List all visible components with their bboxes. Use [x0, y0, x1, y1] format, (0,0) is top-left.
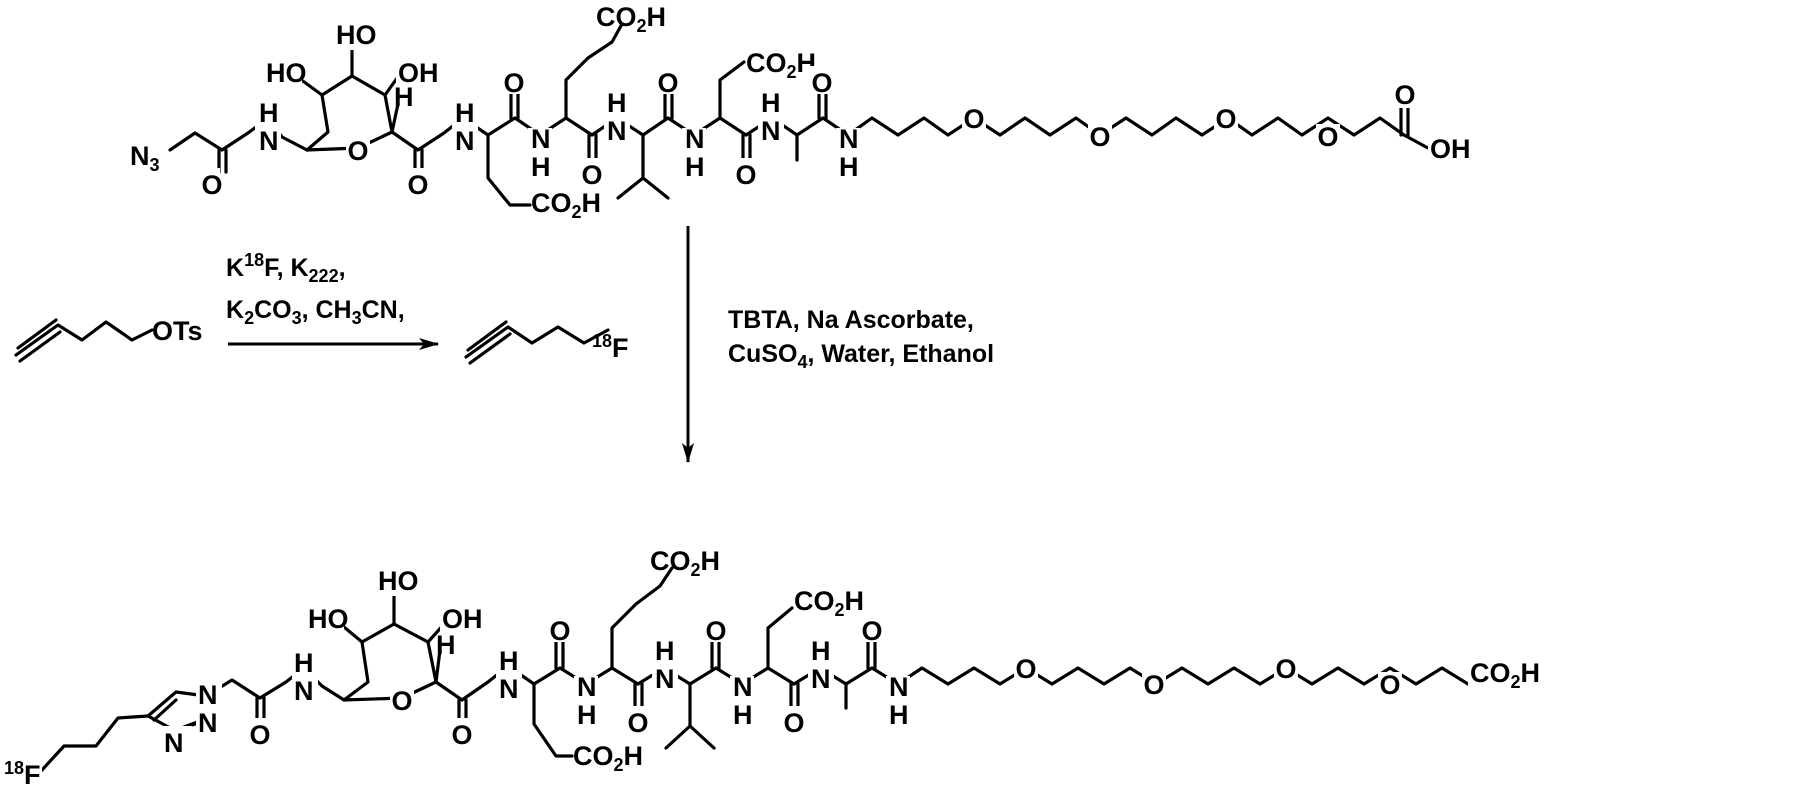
b-hydroxyl-2: HO — [378, 566, 419, 596]
leaving-group-label: OTs — [152, 316, 203, 346]
b-carbonyl-o-5: O — [705, 616, 726, 646]
b-anomeric-h: H — [436, 630, 456, 660]
click-reagents-line-2: CuSO4, Water, Ethanol — [728, 340, 994, 372]
b-ether-o-4: O — [1379, 670, 1400, 700]
nh-h-3: H — [531, 152, 551, 182]
b-nh-h-1: H — [294, 648, 314, 678]
nh-h-4: H — [607, 88, 627, 118]
starting-glycopeptide: N3 H N O HO HO OH O H O H N O CO2H N H C… — [128, 2, 1472, 222]
nh-h-1: H — [259, 98, 279, 128]
triazole-n3: N — [164, 728, 184, 758]
b-nh-h-3: H — [577, 700, 597, 730]
nh-n-7: N — [839, 124, 859, 154]
b-carbonyl-o-3: O — [549, 616, 570, 646]
b-nh-h-4: H — [655, 636, 675, 666]
b-nh-n-6: N — [811, 664, 831, 694]
b-carbonyl-o-2: O — [451, 720, 472, 750]
hydroxyl-2: HO — [336, 20, 377, 50]
azide-label: N3 — [130, 141, 160, 175]
acid-carbonyl-o: O — [1394, 80, 1415, 110]
nh-h-6: H — [761, 88, 781, 118]
b-carbonyl-o-4: O — [627, 708, 648, 738]
b-carbonyl-o-7: O — [861, 616, 882, 646]
glu-acid: CO2H — [596, 2, 666, 36]
b-hydroxyl-1: HO — [308, 604, 349, 634]
reagent-line-2: K2CO3, CH3CN, — [226, 296, 405, 328]
nh-n-1: N — [259, 126, 279, 156]
click-reagents-line-1: TBTA, Na Ascorbate, — [728, 306, 974, 334]
b-nh-n-7: N — [889, 672, 909, 702]
b-nh-h-5: H — [733, 700, 753, 730]
b-nh-n-5: N — [733, 672, 753, 702]
nh-h-2: H — [455, 98, 475, 128]
nh-n-3: N — [531, 124, 551, 154]
ether-o-1: O — [963, 104, 984, 134]
ring-oxygen: O — [347, 136, 368, 166]
radiolabeled-product: 18F N N N H N O HO HO OH O H O H N O CO2… — [2, 546, 1568, 790]
b-terminal-acid: CO2H — [1470, 658, 1540, 692]
b-asp-acid-1: CO2H — [573, 741, 643, 775]
carbonyl-o-6: O — [735, 160, 756, 190]
nh-n-5: N — [685, 124, 705, 154]
b-nh-h-2: H — [499, 646, 519, 676]
ether-o-3: O — [1215, 104, 1236, 134]
b-ether-o-2: O — [1143, 670, 1164, 700]
triazole-n1: N — [198, 680, 218, 710]
b-nh-n-1: N — [294, 676, 314, 706]
b-hydroxyl-3: OH — [442, 604, 483, 634]
b-nh-n-2: N — [499, 674, 519, 704]
b-carbonyl-o-1: O — [249, 720, 270, 750]
carbonyl-o-2: O — [407, 170, 428, 200]
b-ether-o-1: O — [1015, 654, 1036, 684]
b-glu-acid: CO2H — [650, 546, 720, 580]
b-ring-oxygen: O — [391, 686, 412, 716]
nh-n-4: N — [607, 116, 627, 146]
f18-product-label: 18F — [592, 331, 629, 363]
carbonyl-o-4: O — [581, 160, 602, 190]
nh-n-2: N — [455, 126, 475, 156]
carbonyl-o-5: O — [657, 68, 678, 98]
carbonyl-o-3: O — [503, 68, 524, 98]
terminal-oh: OH — [1430, 134, 1471, 164]
anomeric-h: H — [394, 82, 414, 112]
asp-acid-2: CO2H — [746, 48, 816, 82]
triazole-n2: N — [198, 708, 218, 738]
b-nh-h-6: H — [811, 636, 831, 666]
b-nh-n-3: N — [577, 672, 597, 702]
b-nh-h-7: H — [889, 700, 909, 730]
nh-h-7: H — [839, 152, 859, 182]
b-carbonyl-o-6: O — [783, 708, 804, 738]
asp-acid-1: CO2H — [531, 188, 601, 222]
b-asp-acid-2: CO2H — [794, 586, 864, 620]
ether-o-2: O — [1089, 122, 1110, 152]
b-ether-o-3: O — [1275, 654, 1296, 684]
reagent-line-1: K18F, K222, — [226, 250, 346, 286]
carbonyl-o-7: O — [811, 68, 832, 98]
carbonyl-o-1: O — [201, 170, 222, 200]
ether-o-4: O — [1317, 122, 1338, 152]
step1-reaction: OTs K18F, K222, K2CO3, CH3CN, 18F — [14, 250, 629, 365]
hydroxyl-1: HO — [266, 58, 307, 88]
hydroxyl-3: OH — [398, 58, 439, 88]
nh-n-6: N — [761, 116, 781, 146]
nh-h-5: H — [685, 152, 705, 182]
b-nh-n-4: N — [655, 664, 675, 694]
step2-reaction: TBTA, Na Ascorbate, CuSO4, Water, Ethano… — [682, 226, 994, 463]
f18-label: 18F — [4, 758, 41, 790]
